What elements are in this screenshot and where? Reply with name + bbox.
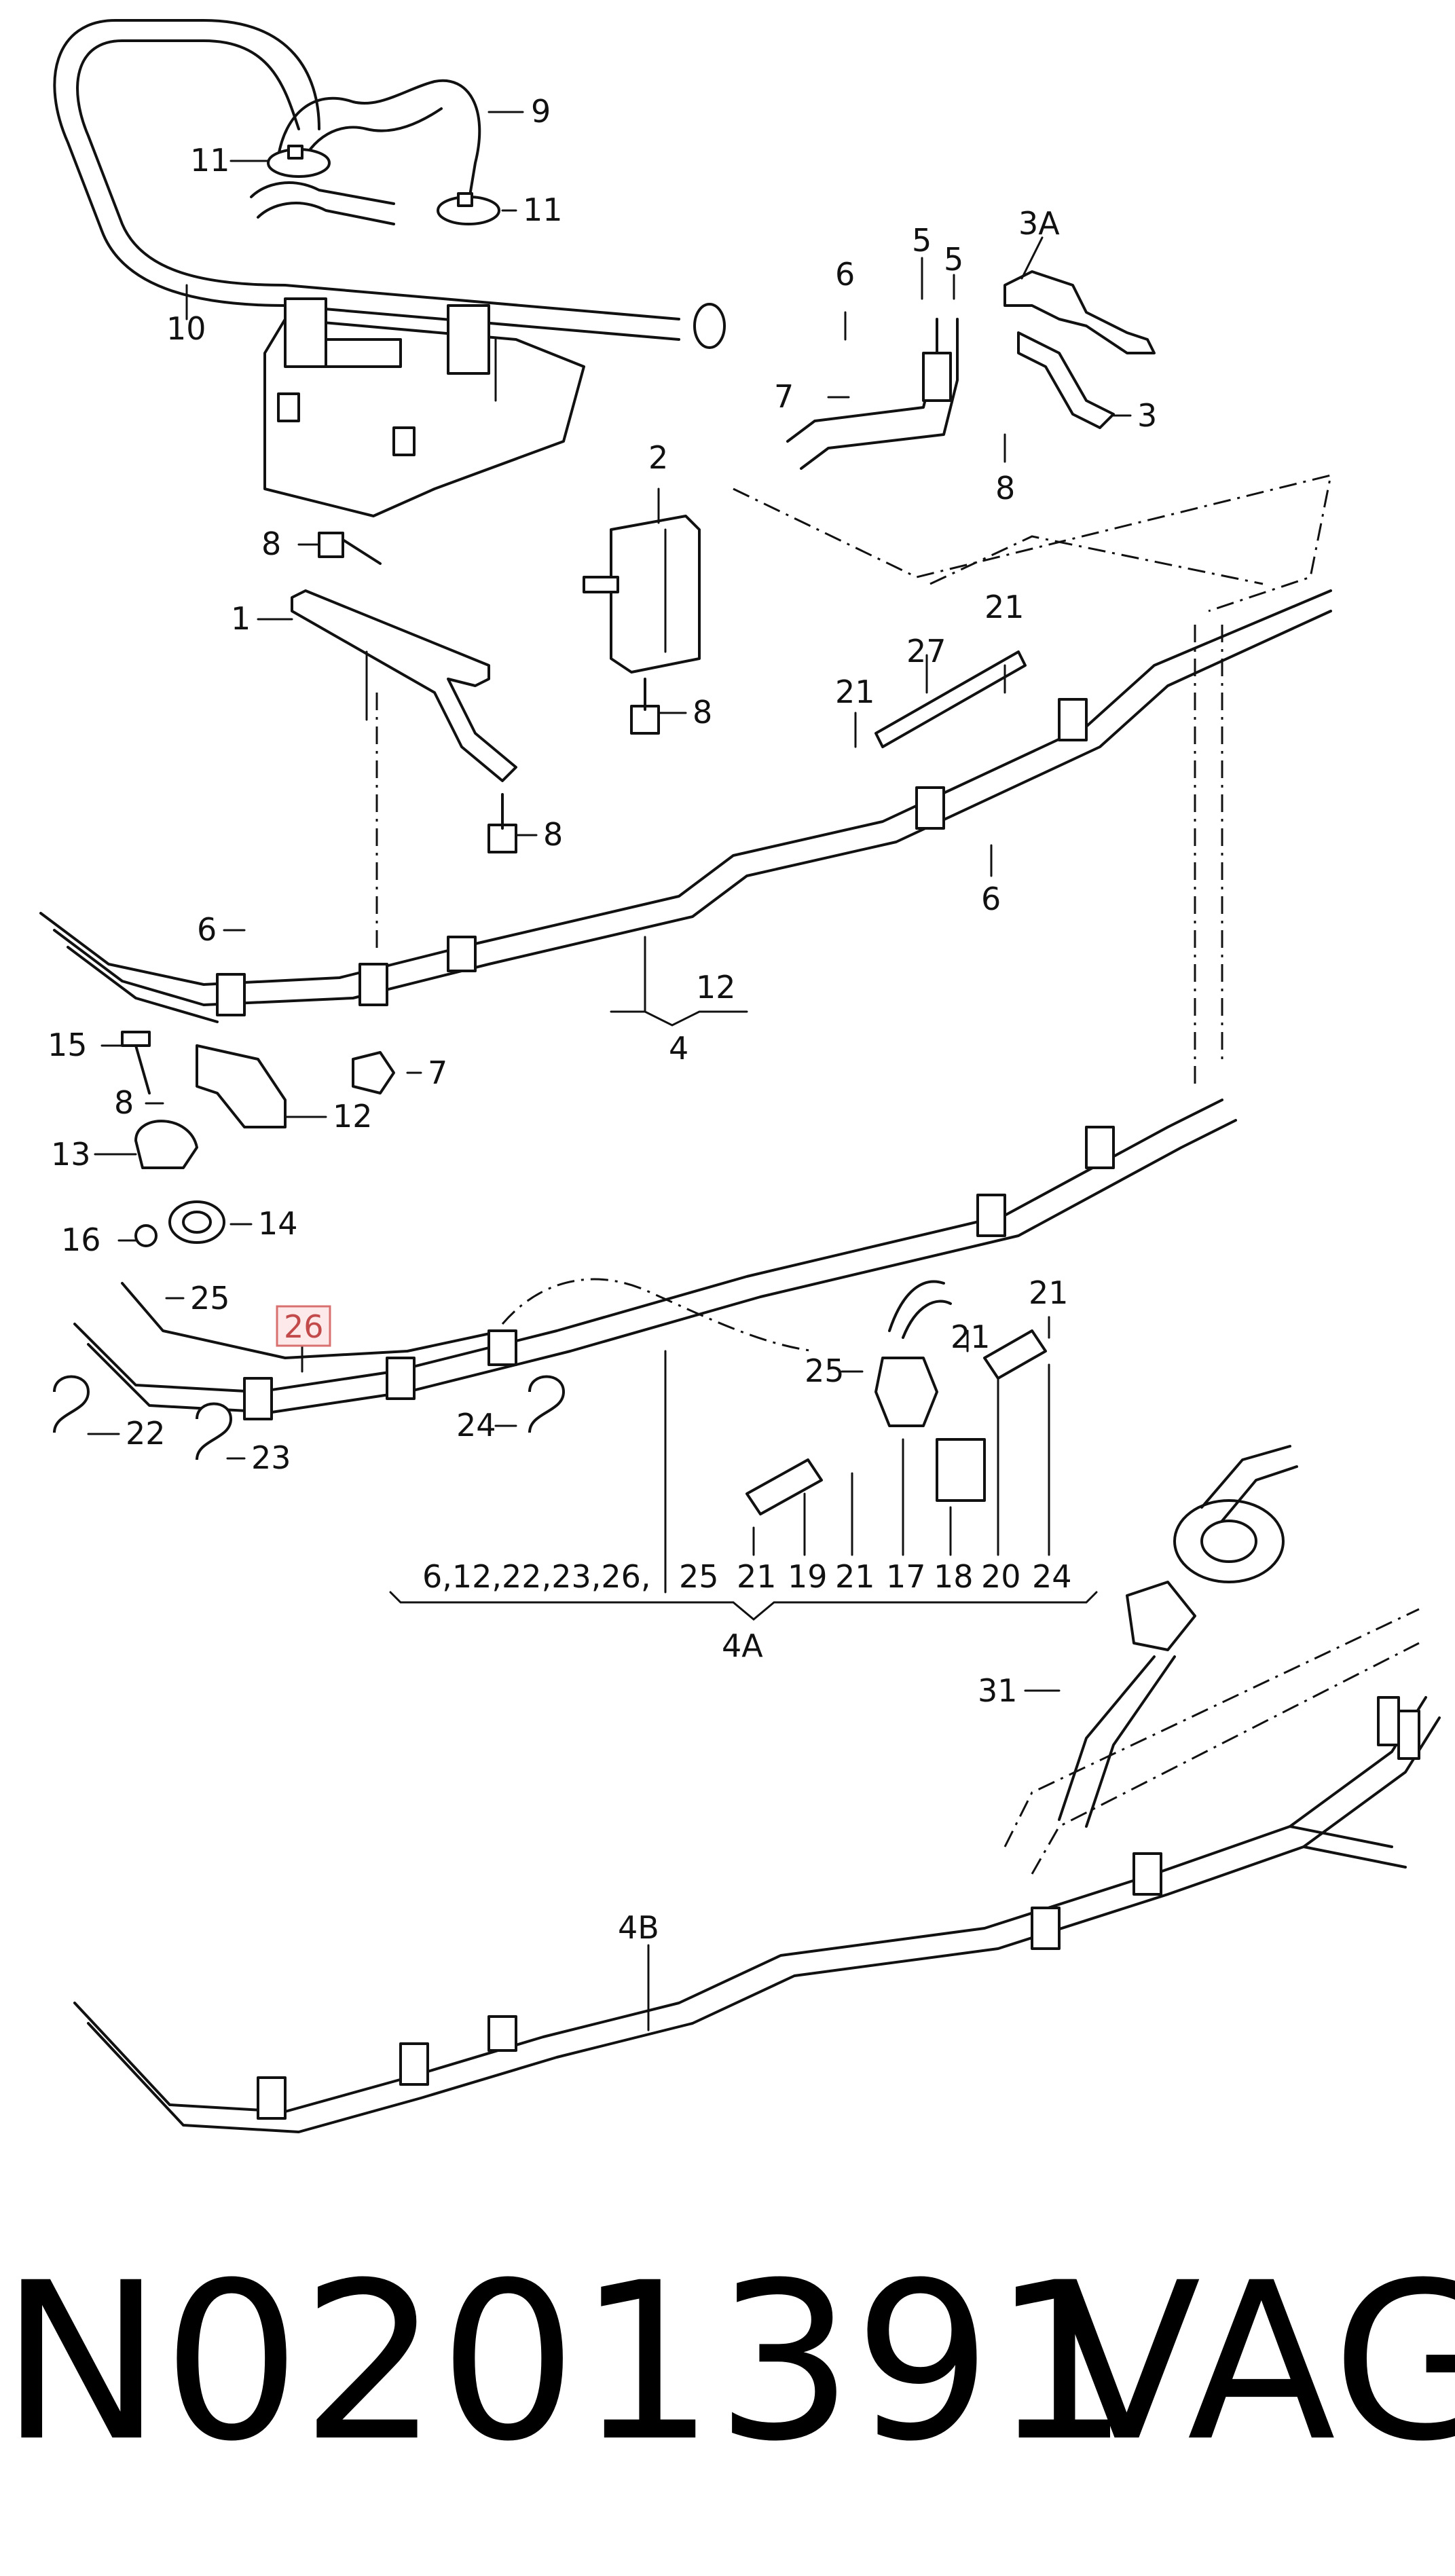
callout-7a: 7 [774,378,794,415]
callout-21a: 21 [984,589,1025,625]
callout-13: 13 [51,1136,91,1173]
bracket-3a [1003,270,1156,354]
callout-1: 1 [231,600,251,637]
callout-17: 17 [886,1558,926,1595]
clip-13 [134,1120,198,1169]
callout-21f: 21 [835,1558,875,1595]
callout-21c: 21 [1029,1274,1069,1311]
callout-31: 31 [978,1672,1018,1709]
callout-19: 19 [788,1558,828,1595]
callout-8d: 8 [543,816,563,853]
leader-lines [87,111,1132,2031]
callout-5a: 5 [912,222,932,259]
callout-10: 10 [166,310,206,347]
callout-21b: 21 [835,674,875,710]
callout-15: 15 [48,1027,88,1063]
callout-21d: 21 [951,1319,991,1355]
part-number: N0201391 [0,2237,1130,2489]
clip-24 [528,1375,565,1433]
fuel-line-4b [73,1696,1441,2133]
callout-18: 18 [934,1558,974,1595]
fuel-line-4a [73,1099,1237,1420]
callout-8a: 8 [995,470,1015,507]
callout-24b: 24 [1032,1558,1072,1595]
grommet-31 [1003,1445,1420,1875]
clip-22 [53,1375,90,1433]
callout-8c: 8 [693,694,712,731]
callout-6c: 6 [197,911,217,948]
callout-20: 20 [981,1558,1021,1595]
callout-25c: 25 [679,1558,719,1595]
callout-26-highlight: 26 [276,1305,331,1347]
callout-labels: 9 11 11 10 5 5 6 3A 3 7 8 2 8 1 8 8 21 2… [48,93,1157,1946]
callout-23: 23 [251,1439,291,1476]
callout-5b: 5 [944,241,963,278]
bracket-12 [196,1044,287,1128]
screw-15 [121,1031,151,1094]
hose-clamp-11a [267,145,331,178]
boundary-box-upper [733,473,1332,612]
callout-4a: 4A [722,1627,763,1664]
bolt-8c [487,793,517,853]
callout-22: 22 [126,1415,166,1452]
callout-6b: 6 [981,881,1001,917]
callout-4: 4 [669,1030,688,1067]
callout-25b: 25 [805,1353,845,1389]
clip-14 [168,1200,225,1244]
bracket-3 [1017,331,1115,429]
valve-assembly [745,1280,1047,1515]
callout-21e: 21 [737,1558,777,1595]
callout-26-list: 6,12,22,23,26, [422,1558,651,1595]
callout-9: 9 [531,93,551,130]
bolt-8a [318,532,382,565]
callout-25a: 25 [190,1280,230,1317]
callout-6a: 6 [835,256,855,293]
nut-16 [134,1224,158,1247]
callout-11b: 11 [523,191,563,228]
fuel-line-4 [39,589,1332,1023]
callout-24a: 24 [456,1407,496,1443]
callout-12a: 12 [696,969,736,1006]
callout-11a: 11 [190,142,230,179]
nut-7 [352,1051,395,1094]
bracket-1 [291,589,517,782]
callout-27: 27 [906,633,946,669]
callout-2: 2 [648,439,668,476]
clip-23 [196,1402,232,1460]
bolt-8b [630,678,660,735]
boundary-box-middle [929,535,1264,585]
hose-clamp-11b [437,192,500,225]
callout-12b: 12 [333,1098,373,1135]
fuel-line-upper-right [786,318,959,470]
bracket-2 [583,515,701,674]
brand-label: VAG [1052,2237,1455,2489]
callout-3a: 3A [1018,205,1060,242]
callout-8e: 8 [114,1084,134,1121]
heater-unit [263,297,585,517]
coolant-hose-assembly [53,19,726,349]
callout-14: 14 [258,1205,298,1242]
callout-4b: 4B [618,1909,659,1946]
callout-16: 16 [61,1221,101,1258]
callout-8b: 8 [261,526,281,562]
callout-7b: 7 [428,1054,447,1091]
sleeve-27 [874,650,1027,748]
callout-3: 3 [1137,397,1157,434]
callout-26: 26 [284,1308,324,1345]
